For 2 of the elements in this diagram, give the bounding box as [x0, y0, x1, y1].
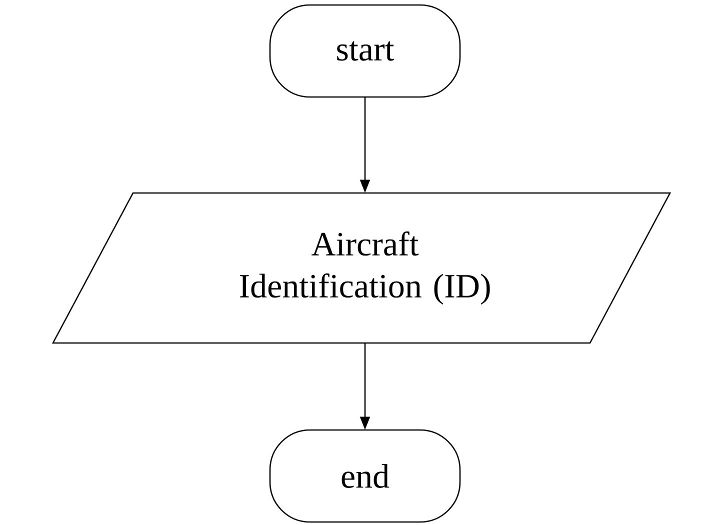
terminal-box: end: [269, 429, 461, 523]
terminal-box: start: [269, 4, 461, 98]
